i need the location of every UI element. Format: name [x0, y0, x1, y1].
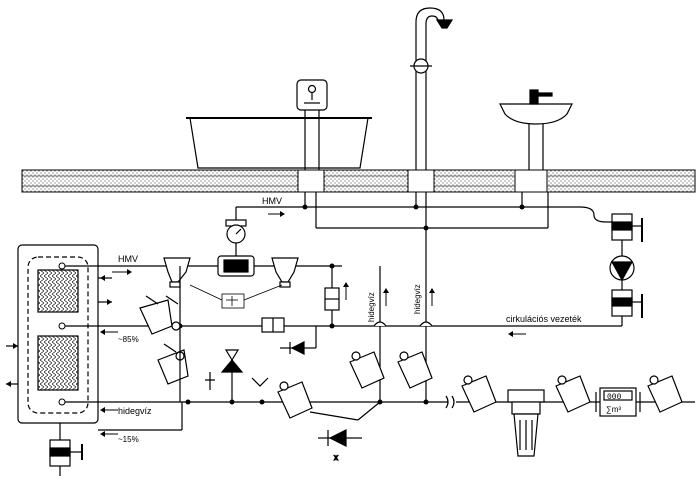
pipe-crossover	[373, 321, 433, 327]
heating-arrows	[6, 275, 112, 387]
flow-arrow	[100, 407, 118, 413]
svg-text:x: x	[334, 453, 338, 462]
mixer-tap-icon	[296, 79, 328, 170]
flow-arrow	[112, 269, 132, 275]
check-valve-icon: x	[309, 401, 381, 463]
flow-arrow	[268, 211, 285, 217]
flow-arrow	[100, 329, 118, 335]
thermometer-gauge-icon	[225, 219, 247, 256]
safety-valve-icon	[205, 349, 269, 402]
angle-valve-icon	[397, 351, 433, 389]
union-fitting-icon	[261, 317, 285, 333]
washbasin-icon	[499, 89, 573, 170]
hot-water-supply-line	[235, 192, 622, 225]
angle-valve-icon	[349, 351, 385, 389]
ball-valve-icon	[611, 289, 643, 318]
filter-icon	[507, 389, 545, 457]
flow-arrow	[429, 288, 435, 306]
storage-tank	[17, 244, 99, 424]
pct-15-label: ~15%	[118, 435, 139, 444]
hmv-top-label: HMV	[262, 196, 282, 206]
angle-valve-icon	[647, 375, 683, 413]
balancing-valve-icon	[139, 295, 181, 335]
ball-valve-icon	[49, 439, 83, 476]
angle-valve-icon	[555, 375, 591, 413]
flow-arrow	[343, 282, 349, 300]
cold-water-upper-line	[315, 192, 549, 229]
balancing-valve-icon	[157, 343, 189, 385]
shower-icon	[410, 7, 454, 170]
union-fitting-icon	[324, 266, 340, 326]
ball-valve-icon	[611, 213, 643, 242]
hmv-tank-label: HMV	[118, 254, 138, 264]
angle-valve-icon	[277, 381, 313, 419]
check-valve-icon	[163, 257, 191, 288]
floor-slab	[21, 169, 696, 193]
flow-arrow	[100, 431, 118, 437]
pump-icon	[609, 255, 635, 282]
meter-digits: 000	[607, 393, 622, 402]
control-wiring	[189, 284, 283, 309]
circulation-label: cirkulációs vezeték	[506, 314, 582, 324]
angle-valve-icon	[461, 375, 497, 413]
flow-arrow	[508, 331, 526, 337]
meter-unit: ∑m³	[606, 405, 621, 414]
bathtub-icon	[186, 117, 372, 169]
check-valve-icon	[271, 257, 299, 288]
pct-85-label: ~85%	[118, 335, 139, 344]
flow-arrow	[383, 288, 389, 306]
check-valve-icon	[280, 326, 317, 355]
mixing-valve-icon	[217, 255, 255, 277]
cold-water-label-2: hidegvíz	[413, 284, 422, 314]
cold-water-tank-label: hidegvíz	[118, 406, 152, 416]
water-meter-icon	[595, 387, 641, 417]
cold-water-label-1: hidegvíz	[367, 292, 376, 322]
